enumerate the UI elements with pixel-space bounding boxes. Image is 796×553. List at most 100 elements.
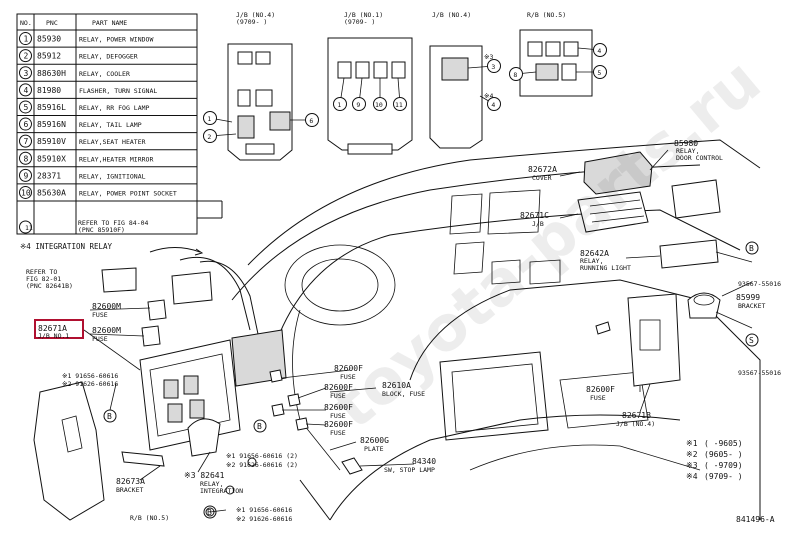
legend-row-no: 4 — [24, 86, 29, 95]
legend-row-no: 9 — [24, 171, 29, 180]
jb4-9709-detail: J/B (NO.4) (9709- ) — [227, 11, 293, 161]
fuse-b: FUSE — [92, 335, 108, 343]
circle-callout — [509, 67, 523, 81]
circle-callout — [333, 97, 347, 111]
legend-row-pnc: 85910X — [37, 154, 66, 163]
legend-row-pnc: 85916N — [37, 120, 66, 129]
marker-b-2: B — [257, 422, 262, 431]
callout-85980: 85980 — [674, 139, 698, 148]
legend-row-number-circle — [19, 151, 32, 165]
legend-row-number-circle — [19, 220, 32, 234]
legend-row-name: RELAY, IGNITIONAL — [79, 172, 146, 180]
callout-93567: 93567-55016 — [738, 280, 781, 288]
rb5-bottom: R/B (NO.5) — [130, 514, 169, 522]
legend-row-pnc: 85910V — [37, 137, 66, 146]
legend-row-no: 6 — [24, 120, 29, 129]
marker-b-4: B — [749, 244, 754, 253]
legend-row-pnc: 85930 — [37, 35, 61, 44]
leader-lines — [83, 149, 753, 513]
header-pnc: PNC — [46, 19, 58, 27]
callout-82672a: 82672A — [528, 165, 557, 174]
right-parts — [577, 151, 721, 387]
fuse-1: FUSE — [340, 373, 356, 381]
footnote-mark: ※3 — [686, 461, 698, 470]
footnote-text: ( -9605) — [704, 439, 743, 448]
refer-to-line1: REFER TO — [26, 268, 57, 276]
relay-run-1: RELAY, — [580, 257, 603, 265]
legend-row-number-circle — [19, 66, 32, 80]
marker-s: S — [749, 336, 754, 345]
legend-row-number-circle — [19, 168, 32, 182]
callout-91626-a: ※2 91626-60616 — [62, 380, 118, 388]
callout-93567b: 93567-55016 — [738, 369, 781, 377]
bracket-a: BRACKET — [116, 486, 143, 494]
circle-callout-number: 2 — [207, 133, 211, 141]
callout-82600f-4: 82600F — [324, 420, 353, 429]
last-row-no: 11 — [25, 224, 33, 232]
legend-row-pnc: 81980 — [37, 86, 61, 95]
circle-callout-number: 5 — [597, 69, 601, 77]
circle-callout-number: 4 — [597, 47, 601, 55]
circle-callout — [393, 97, 407, 111]
bracket-b: BRACKET — [738, 302, 765, 310]
legend-row-name: RELAY,HEATER MIRROR — [79, 155, 153, 163]
callout-82641: ※3 82641 — [184, 471, 225, 480]
jb4b-label: J/B (NO.4) — [432, 11, 471, 19]
highlight-82671a — [34, 319, 84, 339]
relay-door-2: DOOR CONTROL — [676, 154, 723, 162]
callout-91626-b: ※2 91626-60616 (2) — [226, 461, 298, 469]
integration-relay-note: ※4 INTEGRATION RELAY — [20, 242, 113, 251]
callout-82642a: 82642A — [580, 249, 609, 258]
relay-run-2: RUNNING LIGHT — [580, 264, 631, 272]
jb1-label: J/B (NO.1) — [344, 11, 383, 19]
footnote-text: ( -9709) — [704, 461, 743, 470]
star-4: ※4 — [484, 92, 493, 100]
integration: INTEGRATION — [200, 487, 243, 495]
footnote-mark: ※2 — [686, 450, 698, 459]
circle-callout-number: 9 — [356, 101, 360, 109]
cover: COVER — [532, 174, 552, 182]
legend-row-no: 7 — [24, 137, 29, 146]
footnotes: ※1( -9605)※2(9605- )※3( -9709)※4(9709- ) — [686, 439, 743, 481]
legend-row-pnc: 85916L — [37, 103, 66, 112]
circle-callout-number: 10 — [375, 101, 383, 109]
callout-91656-c: ※1 91656-60616 — [236, 506, 292, 514]
circle-callout-number: 11 — [395, 101, 403, 109]
circle-callout-number: 8 — [513, 71, 517, 79]
circle-callout — [593, 43, 607, 57]
figure-code: 841496-A — [736, 515, 775, 524]
callout-82600f-5: 82600F — [586, 385, 615, 394]
legend-row-name: RELAY, RR FOG LAMP — [79, 104, 150, 112]
star-3: ※3 — [484, 53, 493, 61]
header-no: NO. — [20, 19, 32, 27]
callout-82600m-a: 82600M — [92, 302, 121, 311]
jb1-sub: (9709- ) — [344, 18, 375, 26]
legend-row-number-circle — [19, 100, 32, 114]
callout-82671b: 82671B — [622, 411, 651, 420]
legend-row-number-circle — [19, 185, 32, 199]
circle-callout — [487, 59, 501, 73]
fuse-3: FUSE — [330, 412, 346, 420]
refer-to-line2: FIG 82-01 — [26, 275, 61, 283]
legend-row-name: FLASHER, TURN SIGNAL — [79, 87, 157, 95]
marker-b-1: B — [107, 412, 112, 421]
relay-door-1: RELAY, — [676, 147, 699, 155]
legend-row-no: 8 — [24, 154, 29, 163]
fuse-5: FUSE — [590, 394, 606, 402]
circle-callout-number: 1 — [337, 101, 341, 109]
circle-callout — [203, 111, 217, 125]
footnote-mark: ※1 — [686, 439, 698, 448]
legend-row-pnc: 88630H — [37, 69, 66, 78]
legend-row-no: 3 — [24, 69, 29, 78]
legend-row-number-circle — [19, 83, 32, 97]
stop-lamp: SW, STOP LAMP — [384, 466, 435, 474]
jb4-b: J/B (NO.4) — [616, 420, 655, 428]
circle-callout — [593, 65, 607, 79]
footnote-text: (9709- ) — [704, 472, 743, 481]
circle-callout — [487, 97, 501, 111]
circle-callout-number: 6 — [309, 117, 313, 125]
legend-row-name: RELAY, COOLER — [79, 70, 130, 78]
callout-82600f-1: 82600F — [334, 364, 363, 373]
